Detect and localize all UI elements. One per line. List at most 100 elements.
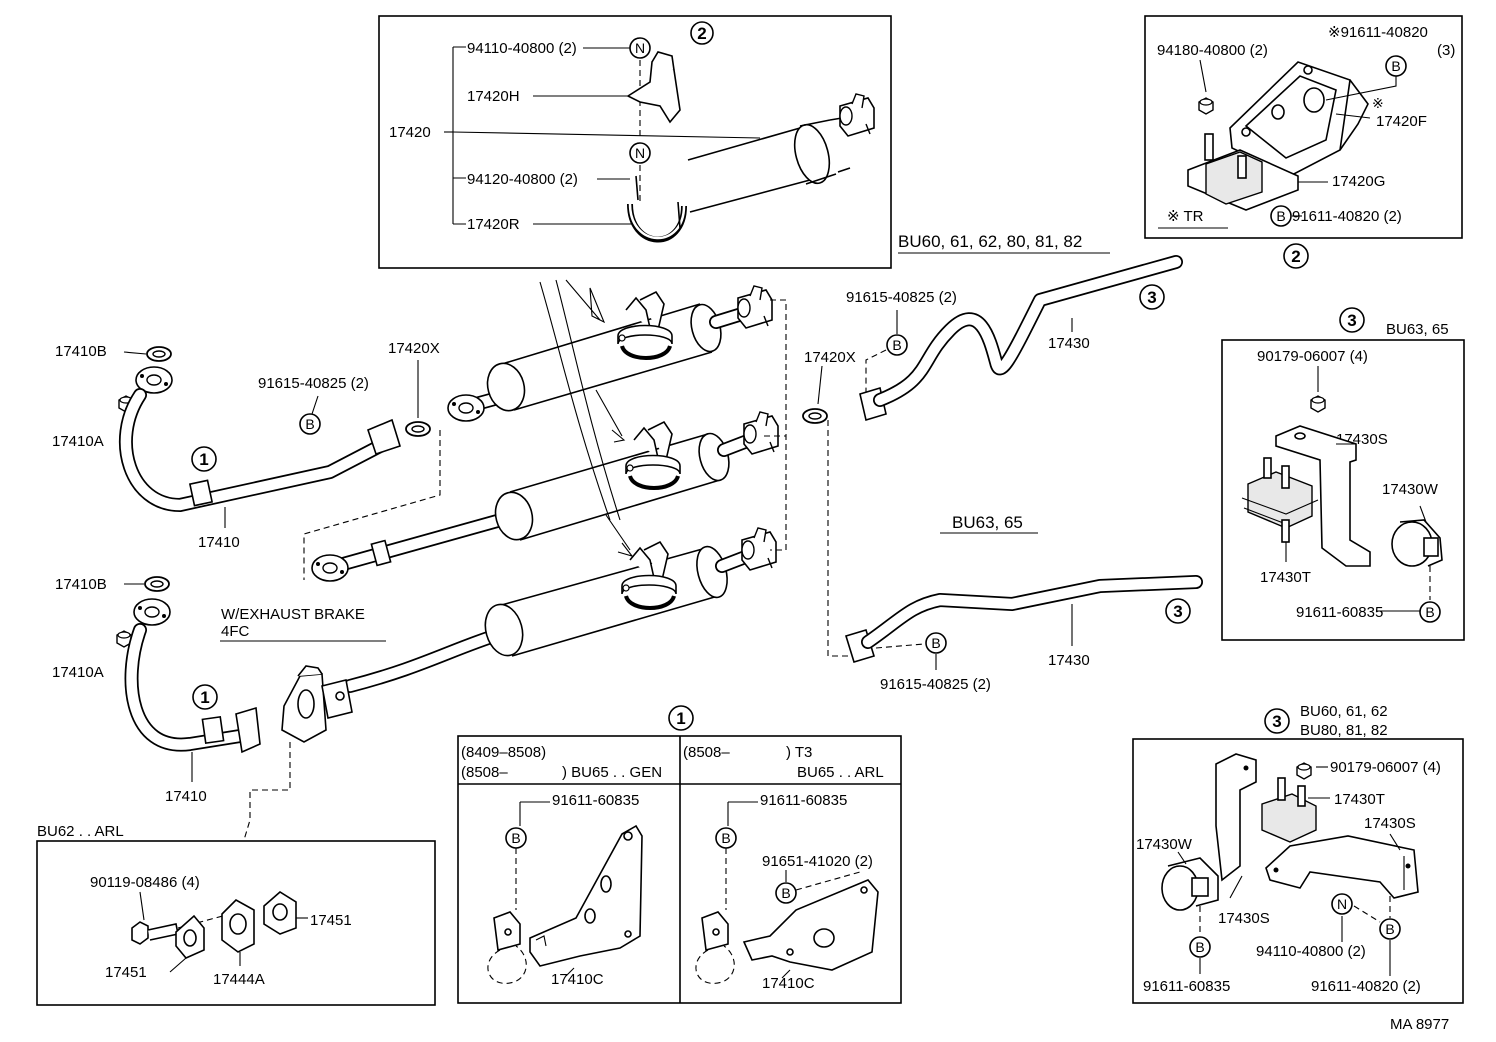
circled-number: 1 <box>676 709 685 728</box>
muffler-lower <box>343 527 777 693</box>
inset-bracket-17410c: 1 (8409–8508) (8508– ) BU65 . . GEN (850… <box>457 705 902 1004</box>
clamp-right <box>695 911 735 984</box>
inset-border <box>378 15 892 269</box>
asterisk-mark: ※ <box>1372 95 1384 111</box>
circled-b: B <box>505 827 527 849</box>
inset-bu60-82: 3 BU60, 61, 62 BU80, 81, 82 90179-06007 … <box>1132 703 1464 1004</box>
circled-number: 3 <box>1347 311 1356 330</box>
circled-1: 1 <box>192 684 218 710</box>
circled-b: B <box>1270 205 1292 227</box>
circled-letter: B <box>1425 604 1434 620</box>
label-17420x-right: 17420X <box>804 349 856 366</box>
label-17430w: 17430W <box>1382 481 1439 498</box>
label-17430s-left: 17430S <box>1218 910 1270 927</box>
label-qty-3: (3) <box>1437 42 1455 59</box>
label-91611-60835: 91611-60835 <box>1143 978 1230 995</box>
clamp-left <box>487 911 527 984</box>
hanger-bracket <box>626 54 681 124</box>
label-bu65-arl: BU65 . . ARL <box>797 764 884 781</box>
label-date-8508-right: (8508– <box>683 744 730 761</box>
circled-1-inset: 1 <box>668 705 694 731</box>
label-17410c-right: 17410C <box>762 975 815 992</box>
circled-b: B <box>925 632 947 654</box>
bracket-17410c-left <box>529 824 643 967</box>
bracket-17430s-horizontal <box>1265 835 1419 899</box>
mount-17430t <box>1261 793 1317 843</box>
circled-number: 1 <box>199 450 208 469</box>
label-17410: 17410 <box>198 534 240 551</box>
label-t3: ) T3 <box>786 744 812 761</box>
circled-3: 3 <box>1139 284 1165 310</box>
clamp-17430w <box>1161 851 1219 911</box>
circled-number: 3 <box>1173 602 1182 621</box>
circled-3: 3 <box>1264 708 1290 734</box>
label-91615-40825-lower: 91615-40825 (2) <box>880 676 991 693</box>
label-94120-40800: 94120-40800 (2) <box>467 171 578 188</box>
circled-letter: B <box>511 830 520 846</box>
circled-letter: B <box>1276 208 1285 224</box>
inset-title: BU63, 65 <box>1386 321 1449 338</box>
mount-17430t <box>1247 471 1313 529</box>
inset-border <box>1221 339 1465 641</box>
label-91615-40825-right: 91615-40825 (2) <box>846 289 957 306</box>
circled-b: B <box>1189 936 1211 958</box>
circled-3: 3 <box>1339 307 1365 333</box>
gasket-17451-right <box>263 891 297 935</box>
muffler-assemblies <box>311 279 787 693</box>
label-94110-40800: 94110-40800 (2) <box>467 40 577 57</box>
circled-letter: B <box>781 885 790 901</box>
circled-b: B <box>715 827 737 849</box>
label-17420r: 17420R <box>467 216 520 233</box>
label-91611-40820-top: ※91611-40820 <box>1328 24 1428 41</box>
label-17410: 17410 <box>165 788 207 805</box>
circled-n: N <box>629 37 651 59</box>
label-exhaust-brake: W/EXHAUST BRAKE <box>221 606 365 623</box>
inset-bu63-65: 3 BU63, 65 90179-06007 (4) 17430S 17430W… <box>1221 307 1465 641</box>
label-91615-40825: 91615-40825 (2) <box>258 375 369 392</box>
label-17410b: 17410B <box>55 576 107 593</box>
label-bu-mid: BU63, 65 <box>952 513 1023 532</box>
circled-number: 3 <box>1272 712 1281 731</box>
circled-number: 3 <box>1147 288 1156 307</box>
label-91651-41020: 91651-41020 (2) <box>762 853 873 870</box>
label-17430s-right: 17430S <box>1364 815 1416 832</box>
label-17430-upper: 17430 <box>1048 335 1090 352</box>
inset-border <box>1132 738 1464 1004</box>
circled-b: B <box>299 413 321 435</box>
circled-letter: B <box>892 337 901 353</box>
label-17420f: 17420F <box>1376 113 1427 130</box>
label-17451-right: 17451 <box>310 912 352 929</box>
label-17420x: 17420X <box>388 340 440 357</box>
inset-title-2: BU80, 81, 82 <box>1300 722 1388 739</box>
label-94180-40800: 94180-40800 (2) <box>1157 42 1268 59</box>
inset-muffler-hangers: 2 94110-40800 (2) 17420H 17420 94120-408… <box>378 15 892 269</box>
label-17410a: 17410A <box>52 664 104 681</box>
label-91611-40820: 91611-40820 (2) <box>1311 978 1421 995</box>
label-tr: ※ TR <box>1167 208 1204 225</box>
inset-title: BU62 . . ARL <box>37 823 124 840</box>
circled-2-right: 2 <box>1283 243 1309 269</box>
label-17420g: 17420G <box>1332 173 1385 190</box>
exhaust-brake-valve <box>281 665 353 743</box>
tail-pipes: 17420X 91615-40825 (2) 17430 17430 91615… <box>802 255 1203 693</box>
label-90179-06007: 90179-06007 (4) <box>1330 759 1441 776</box>
label-17410a: 17410A <box>52 433 104 450</box>
inset-bu62-arl: BU62 . . ARL 90119-08486 (4) 17451 17451… <box>36 823 436 1006</box>
circled-n: N <box>1331 893 1353 915</box>
inset-hanger-tr: ※91611-40820 (3) 94180-40800 (2) B ※ 174… <box>1144 15 1463 269</box>
gasket-17451-left <box>175 914 205 959</box>
circled-2-inset: 2 <box>690 21 714 45</box>
inset-border <box>36 840 436 1006</box>
label-17430-lower: 17430 <box>1048 652 1090 669</box>
label-bu-top: BU60, 61, 62, 80, 81, 82 <box>898 232 1082 251</box>
label-17410c-left: 17410C <box>551 971 604 988</box>
muffler-middle <box>311 411 779 582</box>
circled-b: B <box>1419 601 1441 623</box>
inset-border <box>1144 15 1463 239</box>
label-date-8409-8508: (8409–8508) <box>461 744 546 761</box>
clamp-17430w <box>1391 505 1443 600</box>
inset-title-1: BU60, 61, 62 <box>1300 703 1388 720</box>
label-17420: 17420 <box>389 124 431 141</box>
label-date-8508-left: (8508– <box>461 764 508 781</box>
lower-front-pipe-assembly: 17410B 17410A 17410 W/EXHAUST BRAKE 4FC … <box>52 576 386 841</box>
